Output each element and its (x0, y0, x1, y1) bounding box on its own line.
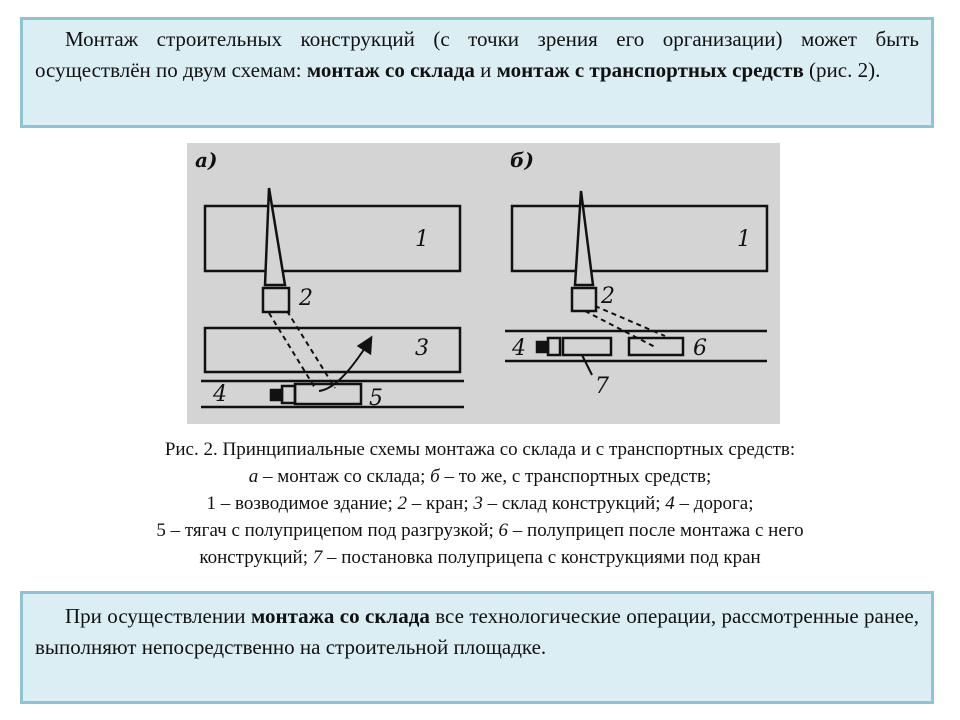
crane-path-2-b (594, 305, 666, 337)
caption-num-3: 3 (473, 493, 483, 514)
outro-box: При осуществлении монтажа со склада все … (20, 591, 934, 704)
caption-l3-text2: – кран; (407, 493, 474, 514)
label-a-2: 2 (298, 286, 313, 311)
trailer-b-6 (627, 336, 685, 357)
building-b (510, 204, 769, 273)
figure-caption: Рис. 2. Принципиальные схемы монтажа со … (0, 436, 960, 571)
caption-l2-text1: – монтаж со склада; (258, 466, 431, 487)
outro-bold-warehouse: монтажа со склада (250, 604, 430, 628)
crane-b (570, 286, 598, 313)
caption-num-2: 2 (397, 493, 408, 514)
label-a-5: 5 (369, 386, 383, 411)
tractor-b (535, 340, 550, 354)
caption-l5-text2: – постановка полуприцепа с конструкциями… (322, 547, 761, 568)
crane-boom-a (263, 187, 287, 287)
caption-line-2: а – монтаж со склада; б – то же, с транс… (0, 463, 960, 490)
truck-cab-a (280, 384, 297, 405)
outro-text-1: При осуществлении (65, 604, 251, 628)
arrow-head-a (356, 335, 373, 356)
panel-b (505, 190, 769, 376)
intro-text-2: и (474, 58, 497, 82)
caption-line-3: 1 – возводимое здание; 2 – кран; 3 – скл… (0, 490, 960, 517)
caption-l3-text3: – склад конструкций; (482, 493, 666, 514)
label-a-3: 3 (415, 336, 429, 361)
crane-boom-b (573, 190, 595, 287)
caption-l5-text1: конструкций; (199, 547, 313, 568)
intro-text-3: (рис. 2). (803, 58, 881, 82)
caption-num-7: 7 (312, 547, 323, 568)
caption-b-letter: б (430, 466, 440, 487)
outro-paragraph: При осуществлении монтажа со склада все … (35, 601, 919, 663)
panel-b-label: б) (510, 148, 534, 172)
caption-l2-text2: – то же, с транспортных средств; (439, 466, 712, 487)
intro-text-1: Монтаж строительных конструкций (с точки… (35, 27, 919, 82)
label-b-7: 7 (595, 374, 609, 399)
caption-l4-text2: – полуприцеп после монтажа с него (508, 520, 804, 541)
panel-a-label: а) (195, 148, 217, 172)
figure-svg: а) б) 1 2 3 4 5 (195, 148, 769, 411)
label-b-2: 2 (600, 284, 615, 309)
crane-path-2-a (286, 310, 336, 389)
caption-l3-text4: – дорога; (674, 493, 754, 514)
caption-l3-text1: 1 – возводимое здание; (206, 493, 398, 514)
tractor-a (269, 388, 284, 402)
caption-line-1: Рис. 2. Принципиальные схемы монтажа со … (164, 439, 796, 460)
intro-bold-warehouse: монтаж со склада (306, 58, 475, 82)
caption-line-5: конструкций; 7 – постановка полуприцепа … (0, 544, 960, 571)
intro-paragraph: Монтаж строительных конструкций (с точки… (35, 24, 919, 86)
crane-a (261, 286, 291, 314)
label-b-4: 4 (511, 336, 526, 361)
caption-num-6: 6 (498, 520, 509, 541)
leader-7-b (581, 354, 593, 376)
trailer-b-7 (561, 336, 613, 357)
outro-text-2: все технологические операции, рассмотрен… (35, 604, 919, 659)
building-a (203, 204, 462, 273)
caption-line-4: 5 – тягач с полуприцепом под разгрузкой;… (0, 517, 960, 544)
label-b-6: 6 (693, 336, 707, 361)
caption-l4-text1: 5 – тягач с полуприцепом под разгрузкой; (156, 520, 499, 541)
crane-path-1-b (584, 310, 658, 349)
intro-bold-transport: монтаж с транспортных средств (496, 58, 804, 82)
label-b-1: 1 (737, 227, 751, 252)
figure-diagram: а) б) 1 2 3 4 5 (187, 143, 780, 424)
truck-cab-b (546, 336, 562, 357)
panel-a (201, 187, 464, 409)
intro-box: Монтаж строительных конструкций (с точки… (20, 17, 934, 128)
crane-path-1-a (268, 312, 316, 389)
trailer-a (293, 382, 363, 406)
caption-a-letter: а (248, 466, 259, 487)
caption-num-4: 4 (665, 493, 675, 514)
warehouse-a (203, 326, 462, 374)
label-a-4: 4 (212, 382, 227, 407)
label-a-1: 1 (415, 227, 429, 252)
